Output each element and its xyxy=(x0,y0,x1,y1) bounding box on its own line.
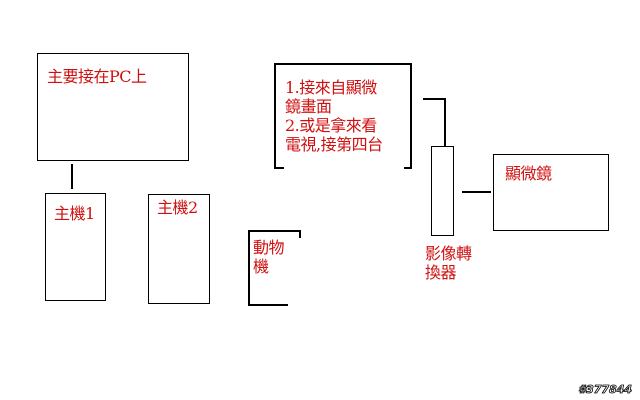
note-line-3: 2.或是拿來看 xyxy=(285,116,377,135)
note-line-4: 電視,接第四台 xyxy=(285,135,383,154)
pc-box xyxy=(37,53,189,161)
animal-box-left xyxy=(248,230,250,306)
note-box-top xyxy=(274,63,412,65)
animal-machine-label-2: 機 xyxy=(253,257,269,276)
note-line-1: 1.接來自顯微 xyxy=(285,78,377,97)
converter-label-1: 影像轉 xyxy=(425,244,472,263)
pc-host1-connector xyxy=(71,164,73,189)
host2-label: 主機2 xyxy=(157,198,198,217)
note-box-bottom-right xyxy=(404,167,412,169)
converter-label-2: 換器 xyxy=(425,263,457,282)
note-connector-h xyxy=(423,98,446,100)
microscope-box xyxy=(493,154,609,231)
note-box-right xyxy=(410,63,412,169)
animal-box-top xyxy=(248,230,301,232)
host1-label: 主機1 xyxy=(54,204,95,223)
animal-box-right-tick xyxy=(299,230,301,238)
host1-box xyxy=(45,193,106,301)
note-box-left xyxy=(274,63,276,169)
host2-box xyxy=(148,194,210,304)
converter-box xyxy=(431,146,454,236)
note-connector-v xyxy=(444,98,446,146)
animal-machine-label-1: 動物 xyxy=(253,238,285,257)
note-line-2: 鏡畫面 xyxy=(285,97,332,116)
watermark: #377844 xyxy=(578,383,632,397)
pc-box-label: 主要接在PC上 xyxy=(47,67,147,86)
note-box-bottom-left xyxy=(274,167,284,169)
microscope-label: 顯微鏡 xyxy=(505,164,552,183)
animal-box-bottom xyxy=(248,304,288,306)
converter-microscope-connector xyxy=(462,191,491,193)
